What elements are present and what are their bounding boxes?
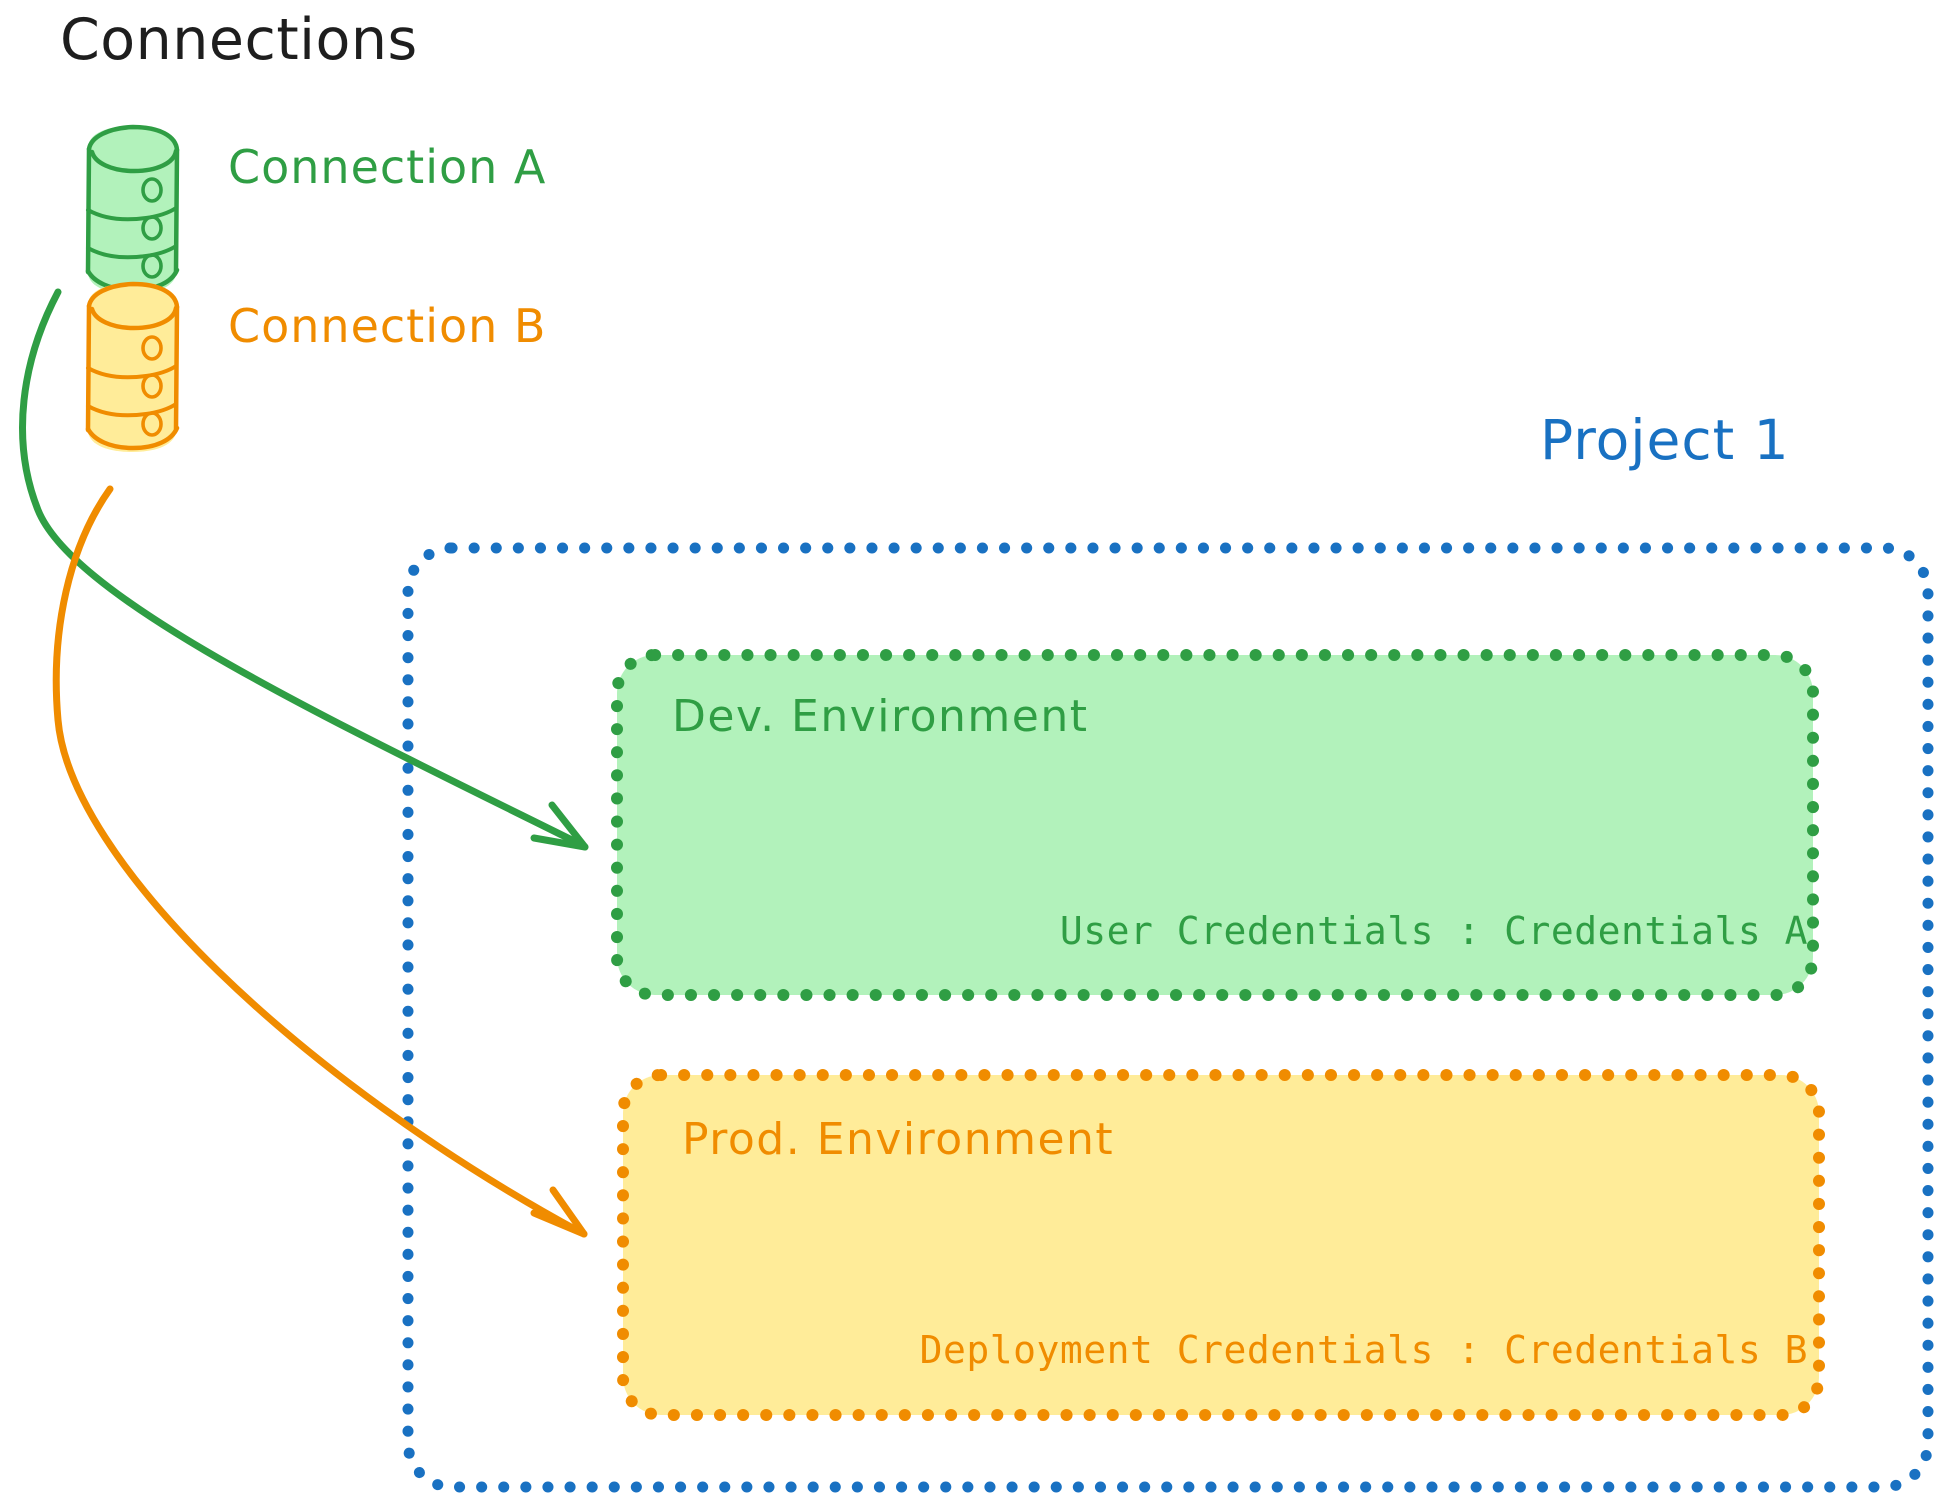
dev-environment-title: Dev. Environment	[672, 691, 1089, 742]
db-a-led-2	[141, 215, 163, 241]
prod-environment-fill	[623, 1075, 1819, 1415]
arrow-connection-a-to-dev	[19, 288, 589, 851]
connection-a-label[interactable]: Connection A	[228, 140, 547, 194]
prod-environment-credentials: Deployment Credentials : Credentials B	[919, 1328, 1808, 1372]
db-a-top-arc-outer	[86, 124, 180, 153]
arrow-connection-b-to-prod	[52, 485, 588, 1238]
connection-b-label[interactable]: Connection B	[228, 299, 547, 353]
page-title: Connections	[60, 7, 418, 73]
dev-environment-fill	[617, 655, 1813, 995]
db-a-led-3	[141, 253, 163, 279]
dev-environment-box[interactable]	[611, 649, 1819, 1001]
project-boundary	[402, 542, 1934, 1493]
db-a-right-wall	[173, 147, 180, 274]
arrow-a-shaft	[19, 288, 586, 849]
prod-environment-title: Prod. Environment	[682, 1114, 1115, 1165]
prod-environment-box[interactable]	[617, 1069, 1825, 1421]
prod-environment-dotted-border	[617, 1069, 1825, 1421]
db-a-led-1	[141, 177, 163, 203]
db-b-bottom-arc	[85, 425, 180, 451]
db-b-top-arc-outer	[86, 281, 180, 310]
project-dotted-border	[402, 542, 1934, 1493]
arrow-a-head-bottom	[530, 834, 589, 851]
db-b-led-1	[141, 335, 163, 361]
db-a-top-arc-inner	[89, 148, 179, 174]
database-icon-connection-a[interactable]	[85, 124, 180, 294]
project-label: Project 1	[1540, 408, 1790, 472]
dev-environment-dotted-border	[611, 649, 1819, 1001]
database-icon-connection-b[interactable]	[85, 281, 180, 452]
arrow-a-head-top	[548, 801, 589, 851]
arrow-b-head-top	[549, 1186, 588, 1238]
db-b-top-arc-inner	[89, 305, 179, 331]
arrow-b-shaft	[52, 485, 584, 1236]
db-b-body-fill	[88, 283, 176, 452]
dev-environment-credentials: User Credentials : Credentials A	[1059, 909, 1808, 953]
arrow-b-head-bottom	[530, 1209, 588, 1238]
db-a-body-fill	[88, 126, 176, 294]
db-b-led-2	[141, 373, 163, 399]
db-b-led-3	[141, 411, 163, 437]
